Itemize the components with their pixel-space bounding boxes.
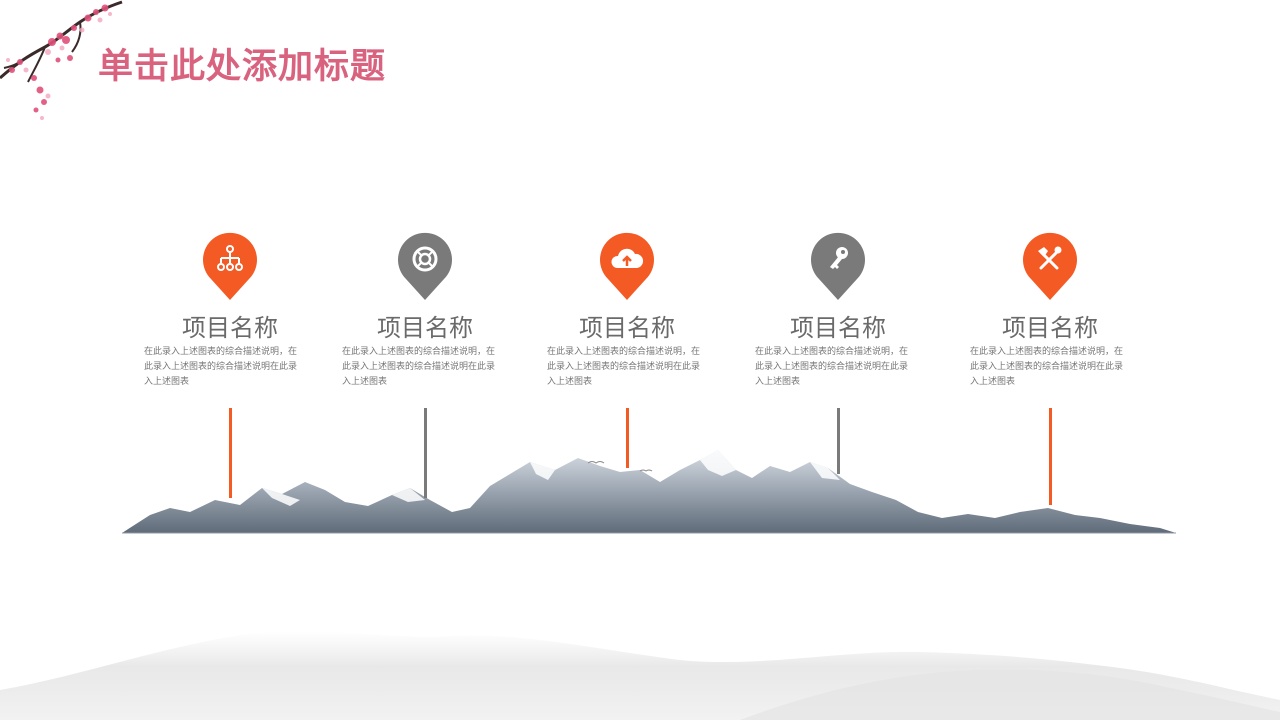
connector-line [424,408,427,498]
connector-line [626,408,629,468]
item-description[interactable]: 在此录入上述图表的综合描述说明，在此录入上述图表的综合描述说明在此录入上述图表 [755,347,909,387]
item-name[interactable]: 项目名称 [790,314,886,342]
tools-icon [1038,246,1062,270]
key-icon [830,247,848,269]
connector-line [1049,408,1052,505]
plum-blossom-decoration [0,0,123,120]
item-description[interactable]: 在此录入上述图表的综合描述说明，在此录入上述图表的综合描述说明在此录入上述图表 [342,347,496,387]
map-pin-marker[interactable] [395,232,455,302]
map-pin-marker[interactable] [808,232,868,302]
connector-line [229,408,232,498]
item-description[interactable]: 在此录入上述图表的综合描述说明，在此录入上述图表的综合描述说明在此录入上述图表 [547,347,701,387]
item-description[interactable]: 在此录入上述图表的综合描述说明，在此录入上述图表的综合描述说明在此录入上述图表 [970,347,1124,387]
lifebuoy-icon [412,246,438,272]
map-pin-marker[interactable] [200,232,260,302]
item-name[interactable]: 项目名称 [579,314,675,342]
slide-title[interactable]: 单击此处添加标题 [98,47,387,87]
item-description[interactable]: 在此录入上述图表的综合描述说明，在此录入上述图表的综合描述说明在此录入上述图表 [144,347,298,387]
connector-line [837,408,840,474]
map-pin-marker[interactable] [1020,232,1080,302]
item-name[interactable]: 项目名称 [1002,314,1098,342]
hierarchy-icon [217,245,243,271]
item-name[interactable]: 项目名称 [182,314,278,342]
map-pin-marker[interactable] [597,232,657,302]
item-name[interactable]: 项目名称 [377,314,473,342]
cloud-upload-icon [611,248,644,268]
